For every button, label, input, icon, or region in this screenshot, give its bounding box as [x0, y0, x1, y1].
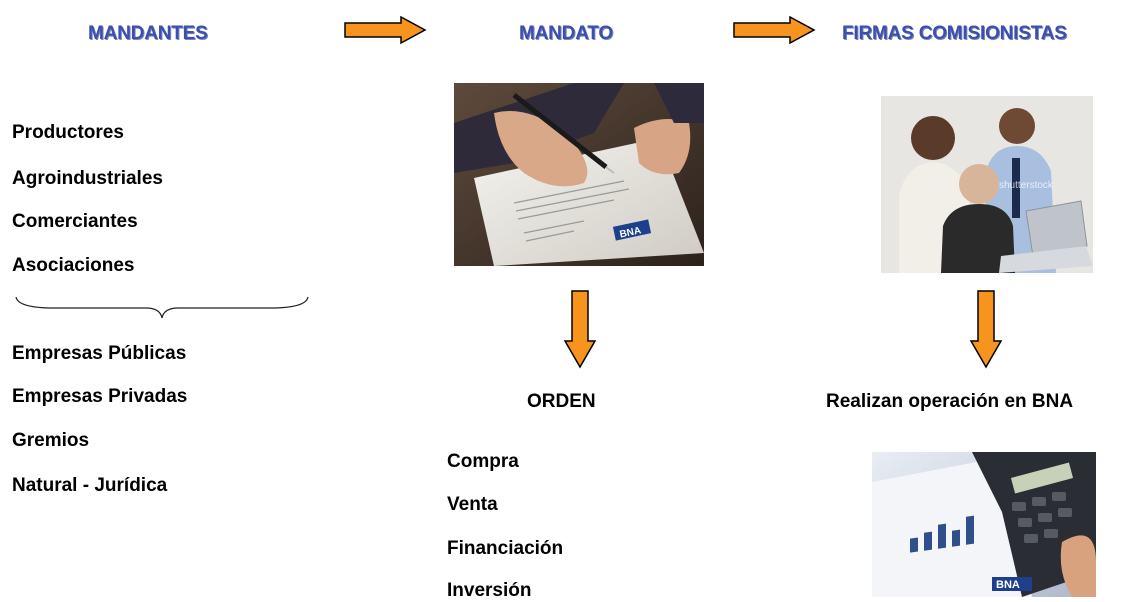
header-firmas-comisionistas: FIRMAS COMISIONISTAS	[842, 23, 1067, 44]
mandante-item: Comerciantes	[12, 211, 138, 232]
orden-item: Compra	[447, 451, 519, 472]
orden-title: ORDEN	[527, 391, 596, 412]
calculator-chart-photo: BNA	[872, 452, 1096, 597]
orden-item: Venta	[447, 494, 498, 515]
mandante-item: Productores	[12, 122, 124, 143]
bna-logo-doc: BNA	[619, 225, 642, 240]
watermark-text: shutterstock	[999, 180, 1054, 191]
mandante-item: Natural - Jurídica	[12, 475, 168, 496]
business-team-photo: shutterstock	[881, 96, 1093, 273]
orden-item: Inversión	[447, 580, 532, 601]
mandante-item: Asociaciones	[12, 255, 135, 276]
mandante-item: Gremios	[12, 430, 90, 451]
arrow-right-icon	[344, 15, 427, 45]
brace-icon	[15, 296, 309, 319]
mandante-item: Agroindustriales	[12, 168, 163, 189]
bna-logo-calc: BNA	[996, 579, 1020, 591]
firmas-action-text: Realizan operación en BNA	[826, 391, 1074, 412]
header-mandato: MANDATO	[519, 23, 613, 44]
arrow-right-icon	[733, 15, 816, 45]
mandante-item: Empresas Públicas	[12, 343, 187, 364]
signing-document-photo: BNA	[454, 83, 704, 266]
orden-item: Financiación	[447, 538, 564, 559]
arrow-down-icon	[563, 290, 597, 369]
arrow-down-icon	[969, 290, 1003, 369]
header-mandantes: MANDANTES	[88, 23, 208, 44]
mandante-item: Empresas Privadas	[12, 386, 188, 407]
